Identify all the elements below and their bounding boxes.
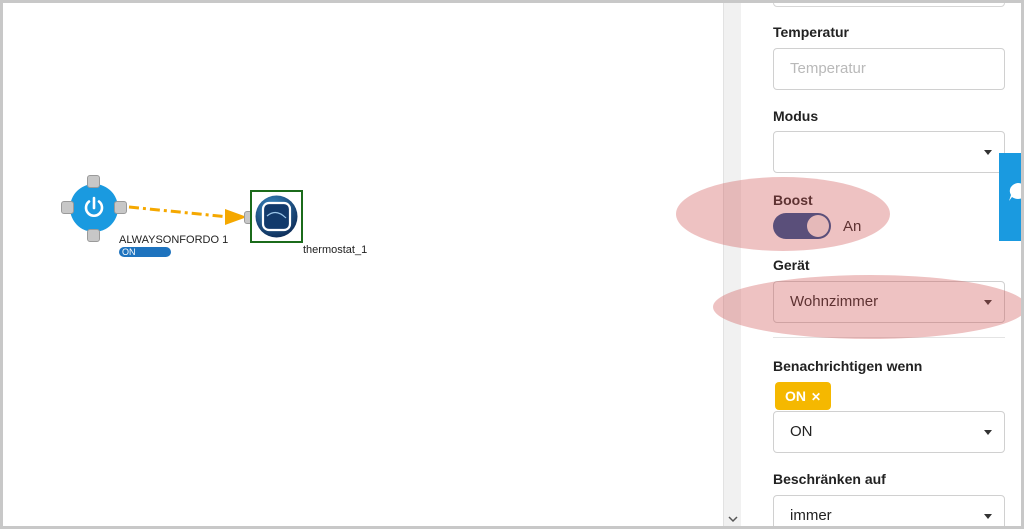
power-node-label: ALWAYSONFORDO 1 xyxy=(119,234,229,246)
geraet-select[interactable]: Wohnzimmer xyxy=(773,281,1005,323)
port-handle-top[interactable] xyxy=(87,175,100,188)
chevron-down-icon xyxy=(984,514,992,519)
chevron-down-icon xyxy=(984,430,992,435)
beschraenken-label: Beschränken auf xyxy=(773,471,886,487)
beschraenken-select[interactable]: immer xyxy=(773,495,1005,526)
boost-state-text: An xyxy=(843,218,862,235)
chat-widget-tab[interactable] xyxy=(999,153,1021,241)
boost-toggle[interactable] xyxy=(773,213,831,239)
chevron-down-icon xyxy=(984,150,992,155)
flow-canvas[interactable]: ALWAYSONFORDO 1 ON thermostat_1 xyxy=(3,3,723,526)
port-handle-left[interactable] xyxy=(61,201,74,214)
thermostat-node[interactable] xyxy=(250,190,303,243)
previous-field-edge xyxy=(773,3,1005,7)
boost-label: Boost xyxy=(773,192,813,208)
benachrichtigen-select[interactable]: ON xyxy=(773,411,1005,453)
power-icon xyxy=(84,196,104,217)
properties-panel: Temperatur Temperatur Modus Boost An Ger… xyxy=(741,3,1021,526)
temperatur-input[interactable]: Temperatur xyxy=(773,48,1005,90)
section-divider xyxy=(773,337,1005,338)
temperatur-label: Temperatur xyxy=(773,24,849,40)
node-connector xyxy=(128,205,247,225)
selected-tag: ON ✕ xyxy=(775,382,832,410)
benachrichtigen-label: Benachrichtigen wenn xyxy=(773,358,923,374)
geraet-label: Gerät xyxy=(773,257,810,273)
tag-label: ON xyxy=(785,388,806,404)
modus-select[interactable] xyxy=(773,131,1005,173)
chat-bubble-icon xyxy=(1009,183,1021,201)
toggle-knob xyxy=(807,215,829,237)
status-badge: ON xyxy=(119,247,171,257)
beschraenken-value: immer xyxy=(790,507,832,524)
geraet-value: Wohnzimmer xyxy=(790,293,879,310)
port-handle-bottom[interactable] xyxy=(87,229,100,242)
temperatur-placeholder: Temperatur xyxy=(790,60,866,77)
power-node[interactable] xyxy=(70,184,118,232)
chevron-down-icon[interactable] xyxy=(727,514,739,524)
close-icon[interactable]: ✕ xyxy=(811,390,822,404)
chevron-down-icon xyxy=(984,300,992,305)
thermostat-icon xyxy=(255,195,298,238)
port-handle-right[interactable] xyxy=(114,201,127,214)
canvas-scrollbar[interactable] xyxy=(723,3,741,526)
modus-label: Modus xyxy=(773,108,819,124)
thermostat-node-label: thermostat_1 xyxy=(303,244,368,256)
benachrichtigen-value: ON xyxy=(790,423,813,440)
